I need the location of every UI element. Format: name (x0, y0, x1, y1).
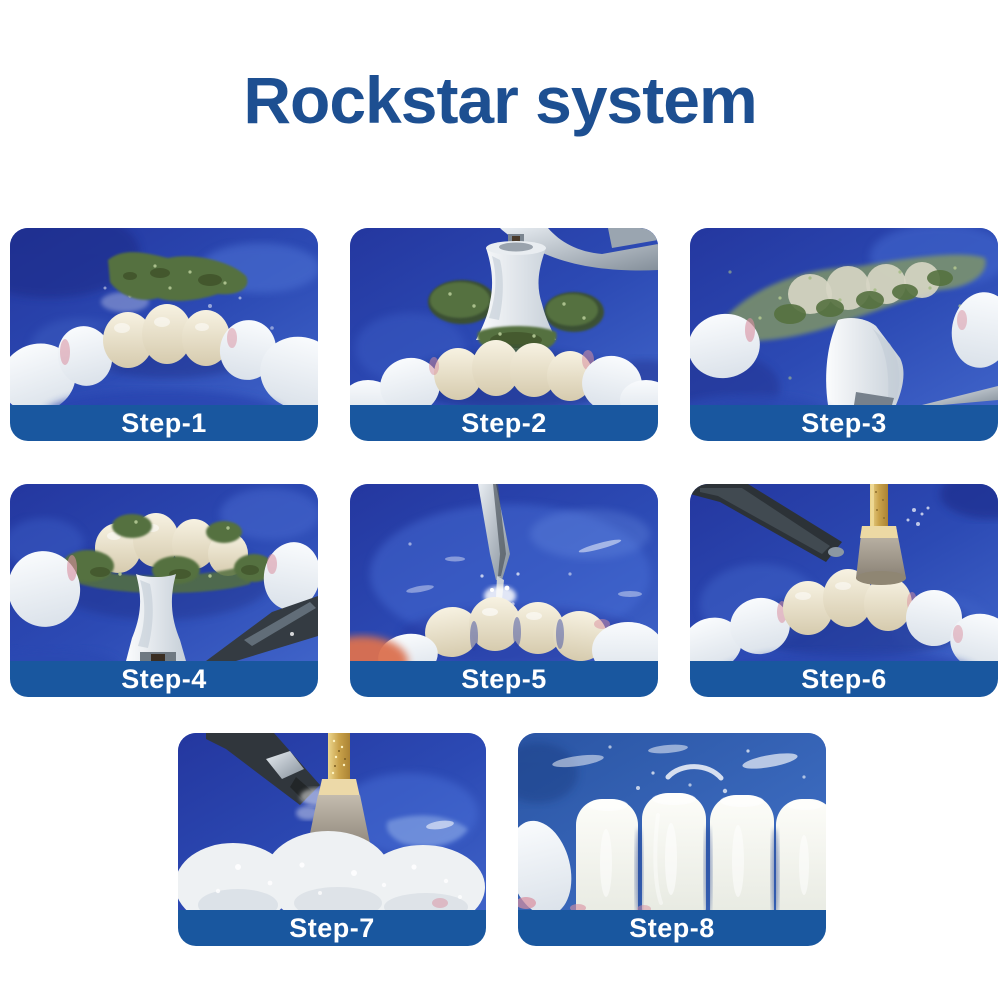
step-card-5: Step-5 (350, 484, 658, 697)
step-label-4: Step-4 (10, 661, 318, 697)
step-card-1: Step-1 (10, 228, 318, 441)
step-label-5: Step-5 (350, 661, 658, 697)
step1-illustration (10, 228, 318, 405)
step8-illustration (518, 733, 826, 910)
step-label-3: Step-3 (690, 405, 998, 441)
step-label-1: Step-1 (10, 405, 318, 441)
step6-illustration (690, 484, 998, 661)
step-photo-3 (690, 228, 998, 405)
step-photo-1 (10, 228, 318, 405)
step-card-4: Step-4 (10, 484, 318, 697)
step-label-7: Step-7 (178, 910, 486, 946)
step-label-8: Step-8 (518, 910, 826, 946)
step3-illustration (690, 228, 998, 405)
step-photo-8 (518, 733, 826, 910)
step-card-3: Step-3 (690, 228, 998, 441)
step4-illustration (10, 484, 318, 661)
step7-illustration (178, 733, 486, 910)
step-card-7: Step-7 (178, 733, 486, 946)
step-label-2: Step-2 (350, 405, 658, 441)
step5-illustration (350, 484, 658, 661)
step-card-8: Step-8 (518, 733, 826, 946)
step-card-6: Step-6 (690, 484, 998, 697)
step-photo-5 (350, 484, 658, 661)
page-title: Rockstar system (243, 63, 757, 137)
step-photo-2 (350, 228, 658, 405)
step-label-6: Step-6 (690, 661, 998, 697)
step-card-2: Step-2 (350, 228, 658, 441)
step-photo-7 (178, 733, 486, 910)
step-photo-4 (10, 484, 318, 661)
step-photo-6 (690, 484, 998, 661)
step2-illustration (350, 228, 658, 405)
